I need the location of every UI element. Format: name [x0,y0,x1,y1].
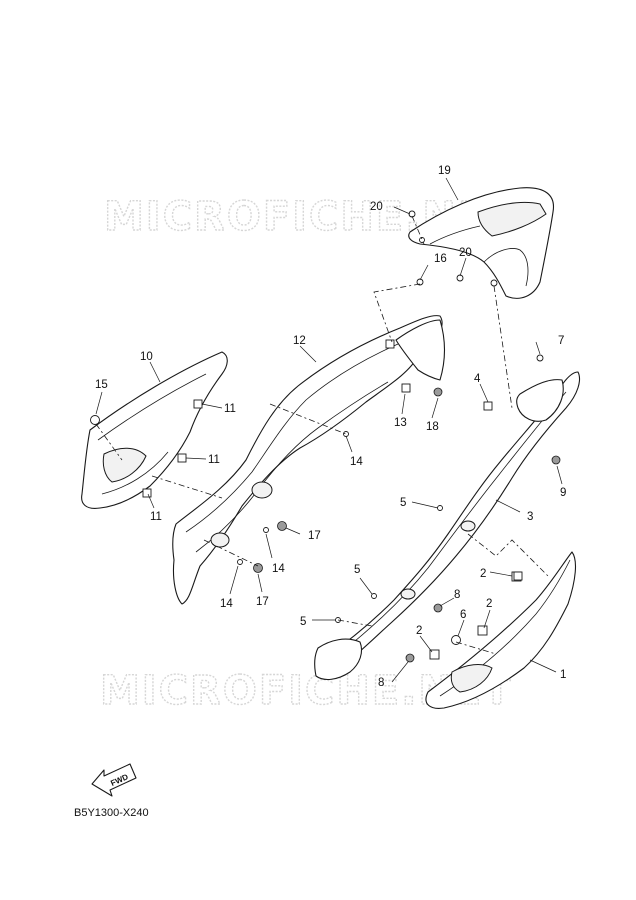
callout-16: 16 [434,253,447,265]
callout-17-b: 17 [256,596,269,608]
fwd-arrow-icon: FWD [91,763,137,797]
part-10-side-cover [81,351,228,509]
callout-7: 7 [558,335,564,347]
part-3-rear-rail [314,371,581,681]
callout-15: 15 [95,379,108,391]
diagram-code: B5Y1300-X240 [74,807,149,819]
callout-20-mid: 20 [459,247,472,259]
callout-3: 3 [527,511,533,523]
callout-labels: 19 20 20 16 12 10 15 11 11 11 13 18 14 1… [95,165,566,689]
callout-12: 12 [293,335,306,347]
callout-17-a: 17 [308,530,321,542]
callout-5-c: 5 [300,616,306,628]
callout-9: 9 [560,487,566,499]
callout-5-b: 5 [354,564,360,576]
callout-2-b: 2 [486,598,492,610]
callout-11-b: 11 [208,454,220,466]
part-19-tail-cover [408,187,555,299]
callout-14-c: 14 [220,598,233,610]
callout-19: 19 [438,165,451,177]
callout-11-a: 11 [224,403,236,415]
callout-1: 1 [560,669,566,681]
callout-2-c: 2 [416,625,422,637]
callout-6: 6 [460,609,466,621]
callout-4: 4 [474,373,481,385]
fasteners [90,210,561,663]
callout-10: 10 [140,351,153,363]
callout-13: 13 [394,417,407,429]
assembly-lines [95,215,549,655]
callout-20-top: 20 [370,201,383,213]
callout-14-a: 14 [350,456,363,468]
callout-18: 18 [426,421,439,433]
part-12-side-bracket [172,315,446,605]
callout-11-c: 11 [150,511,162,523]
callout-14-b: 14 [272,563,285,575]
callout-2-a: 2 [480,568,486,580]
leader-lines [95,177,563,683]
callout-8-b: 8 [378,677,384,689]
callout-5-a: 5 [400,497,406,509]
callout-8-a: 8 [454,589,460,601]
